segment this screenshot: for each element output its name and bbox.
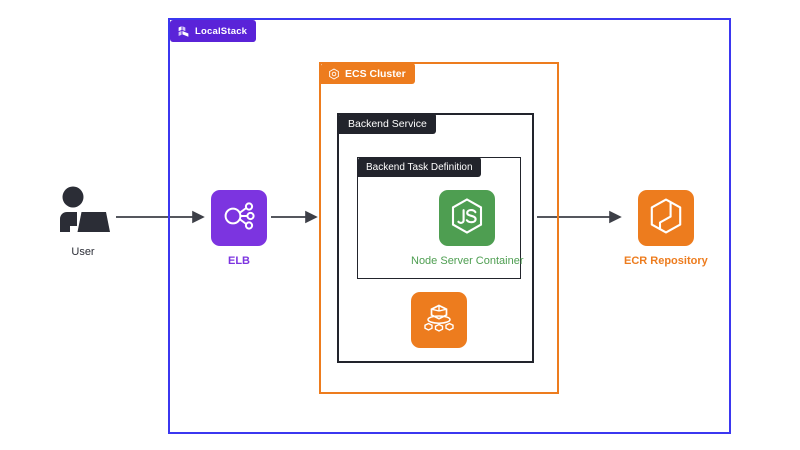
ecs-task-icon <box>421 300 457 341</box>
node-ecr-repository[interactable]: ECR Repository <box>624 190 708 267</box>
localstack-badge: LocalStack <box>170 20 257 42</box>
load-balancer-icon <box>222 199 256 238</box>
ecs-cluster-badge: ECS Cluster <box>321 63 415 84</box>
ecr-tile <box>637 190 694 246</box>
backend-service-label: Backend Service <box>348 117 427 130</box>
node-elb[interactable]: ELB <box>211 190 267 267</box>
backend-service-badge: Backend Service <box>339 113 436 134</box>
localstack-boundary <box>168 18 731 434</box>
nodejs-icon <box>449 197 485 240</box>
localstack-label: LocalStack <box>195 25 248 37</box>
node-ecs-task[interactable] <box>411 292 467 348</box>
node-node-server-container[interactable]: Node Server Container <box>411 190 524 267</box>
localstack-logo-icon <box>177 25 190 38</box>
node-user[interactable]: User <box>52 186 114 258</box>
ecs-cluster-icon <box>328 67 340 80</box>
user-at-laptop-icon <box>52 186 114 238</box>
elb-tile <box>211 190 267 246</box>
ecs-task-tile <box>411 292 467 348</box>
ecs-cluster-label: ECS Cluster <box>345 67 406 80</box>
backend-task-definition-label: Backend Task Definition <box>366 161 473 173</box>
node-server-tile <box>439 190 496 246</box>
elb-label: ELB <box>228 255 250 267</box>
ecs-cluster-boundary <box>319 62 559 394</box>
backend-task-definition-badge: Backend Task Definition <box>358 157 481 177</box>
ecr-container-icon <box>648 197 684 240</box>
ecr-repository-label: ECR Repository <box>624 255 708 267</box>
user-label: User <box>71 246 95 258</box>
node-server-container-label: Node Server Container <box>411 255 524 267</box>
